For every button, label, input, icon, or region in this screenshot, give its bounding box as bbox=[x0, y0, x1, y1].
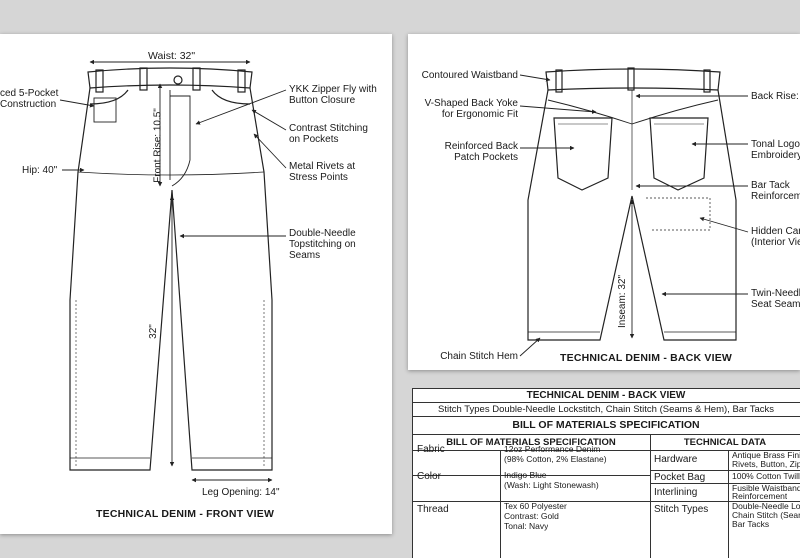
bartack-label: Bar Tack bbox=[751, 180, 790, 191]
front-pocket-left bbox=[89, 89, 129, 105]
belt-loop bbox=[703, 69, 711, 93]
bom-row-interlining-line2: Reinforcement bbox=[732, 492, 788, 501]
bom-row-interlining-line1: Fusible Waistband bbox=[732, 484, 800, 493]
patch-label-2: Patch Pockets bbox=[454, 152, 518, 163]
double-needle-label: Double-Needle bbox=[289, 228, 356, 239]
chain-hem-label: Chain Stitch Hem bbox=[440, 351, 518, 362]
hidden-cargo-label: Hidden Carg bbox=[751, 226, 800, 237]
front-view-sheet bbox=[0, 34, 392, 534]
coin-pocket bbox=[93, 97, 117, 123]
callout-contrast bbox=[251, 109, 287, 131]
pocket-construction-label-2: Construction bbox=[0, 99, 57, 110]
bom-stitch-line: Stitch Types Double-Needle Lockstitch, C… bbox=[438, 404, 774, 415]
back-waistband bbox=[545, 68, 721, 91]
pocket-construction-label: ced 5-Pocket bbox=[0, 88, 59, 99]
patch-label: Reinforced Back bbox=[444, 141, 518, 152]
belt-loop bbox=[555, 69, 563, 93]
bom-row-fabric-label: Fabric bbox=[417, 444, 445, 455]
bom-row-hardware-line1: Antique Brass Fini bbox=[732, 451, 800, 460]
callout-yoke bbox=[519, 105, 597, 114]
rivets-label: Metal Rivets at bbox=[289, 161, 356, 172]
zipper-label-2: Button Closure bbox=[289, 95, 356, 106]
bom-row-pocketbag-label: Pocket Bag bbox=[654, 472, 706, 483]
callout-rivets bbox=[253, 133, 287, 169]
belt-loop bbox=[95, 69, 104, 93]
hidden-cargo-pocket bbox=[646, 197, 711, 231]
bom-row-thread-line1: Tex 60 Polyester bbox=[504, 502, 567, 511]
waist-button bbox=[173, 75, 183, 85]
bom-row-hardware-line2: Rivets, Button, Zip bbox=[732, 460, 800, 469]
bom-row-color-line1: Indigo Blue bbox=[504, 471, 547, 480]
bom-table: TECHNICAL DENIM - BACK VIEW Stitch Types… bbox=[412, 388, 800, 558]
bom-row-stitch-line1: Double-Needle Lo bbox=[732, 502, 800, 511]
bom-row-stitch-line3: Bar Tacks bbox=[732, 520, 770, 529]
back-inseam-label: Inseam: 32" bbox=[617, 274, 629, 329]
contrast-label: Contrast Stitching bbox=[289, 123, 368, 134]
bom-left-header: BILL OF MATERIALS SPECIFICATION bbox=[446, 437, 616, 448]
yoke-label: V-Shaped Back Yoke bbox=[424, 98, 518, 109]
bom-row-stitch-label: Stitch Types bbox=[654, 504, 709, 515]
zipper-fly bbox=[169, 90, 191, 187]
bom-row-thread-line3: Tonal: Navy bbox=[504, 522, 549, 531]
double-needle-label-3: Seams bbox=[289, 250, 321, 261]
bom-row-fabric-line2: (98% Cotton, 2% Elastane) bbox=[504, 455, 607, 464]
bom-header-title: TECHNICAL DENIM - BACK VIEW bbox=[526, 390, 686, 401]
twin-needle-label: Twin-Needl bbox=[751, 288, 800, 299]
tonal-label-2: Embroidery bbox=[751, 150, 800, 161]
belt-loop bbox=[237, 69, 246, 93]
front-pocket-right bbox=[211, 89, 251, 105]
bom-row-interlining-label: Interlining bbox=[654, 487, 698, 498]
zipper-label: YKK Zipper Fly with bbox=[289, 84, 377, 95]
callout-pocket-construction bbox=[59, 99, 95, 108]
callout-hidden bbox=[699, 216, 749, 233]
yoke-label-2: for Ergonomic Fit bbox=[441, 109, 518, 120]
back-rise-label: Back Rise: 1 bbox=[751, 91, 800, 102]
callout-chain-hem bbox=[519, 337, 541, 357]
belt-loop bbox=[139, 67, 148, 91]
back-outline bbox=[527, 89, 737, 341]
bom-right-header: TECHNICAL DATA bbox=[683, 437, 767, 448]
twin-needle-label-2: Seat Seam bbox=[751, 299, 800, 310]
rivets-label-2: Stress Points bbox=[289, 172, 348, 183]
back-pocket-right bbox=[649, 117, 709, 191]
bom-row-thread-label: Thread bbox=[417, 504, 449, 515]
bom-row-fabric-line1: 12oz Performance Denim bbox=[504, 445, 601, 454]
bartack-label-2: Reinforcem bbox=[751, 191, 800, 202]
hip-label: Hip: 40" bbox=[22, 165, 58, 176]
belt-loop bbox=[627, 67, 635, 91]
waist-label: Waist: 32" bbox=[148, 50, 196, 62]
hidden-cargo-label-2: (Interior Vie bbox=[751, 237, 800, 248]
back-yoke bbox=[547, 99, 719, 125]
front-view-title: TECHNICAL DENIM - FRONT VIEW bbox=[96, 508, 275, 520]
bom-row-thread-line2: Contrast: Gold bbox=[504, 512, 559, 521]
waistband-label: Contoured Waistband bbox=[421, 70, 518, 81]
belt-loop bbox=[192, 67, 201, 91]
callout-waistband bbox=[519, 74, 551, 82]
contrast-label-2: on Pockets bbox=[289, 134, 339, 145]
bom-row-color-label: Color bbox=[417, 471, 441, 482]
front-outline bbox=[69, 87, 273, 471]
bom-row-hardware-label: Hardware bbox=[654, 454, 698, 465]
bom-row-pocketbag-line1: 100% Cotton Twill bbox=[732, 472, 800, 481]
bom-row-stitch-line2: Chain Stitch (Sear bbox=[732, 511, 800, 520]
double-needle-label-2: Topstitching on bbox=[289, 239, 356, 250]
bom-spec-title: BILL OF MATERIALS SPECIFICATION bbox=[512, 419, 700, 431]
bom-row-color-line2: (Wash: Light Stonewash) bbox=[504, 481, 599, 490]
back-view-title: TECHNICAL DENIM - BACK VIEW bbox=[560, 352, 733, 364]
back-view-sheet bbox=[408, 34, 800, 370]
leg-opening-label: Leg Opening: 14" bbox=[202, 487, 280, 498]
callout-zipper bbox=[195, 89, 287, 125]
tonal-label: Tonal Logo bbox=[751, 139, 800, 150]
back-pocket-left bbox=[553, 117, 613, 191]
